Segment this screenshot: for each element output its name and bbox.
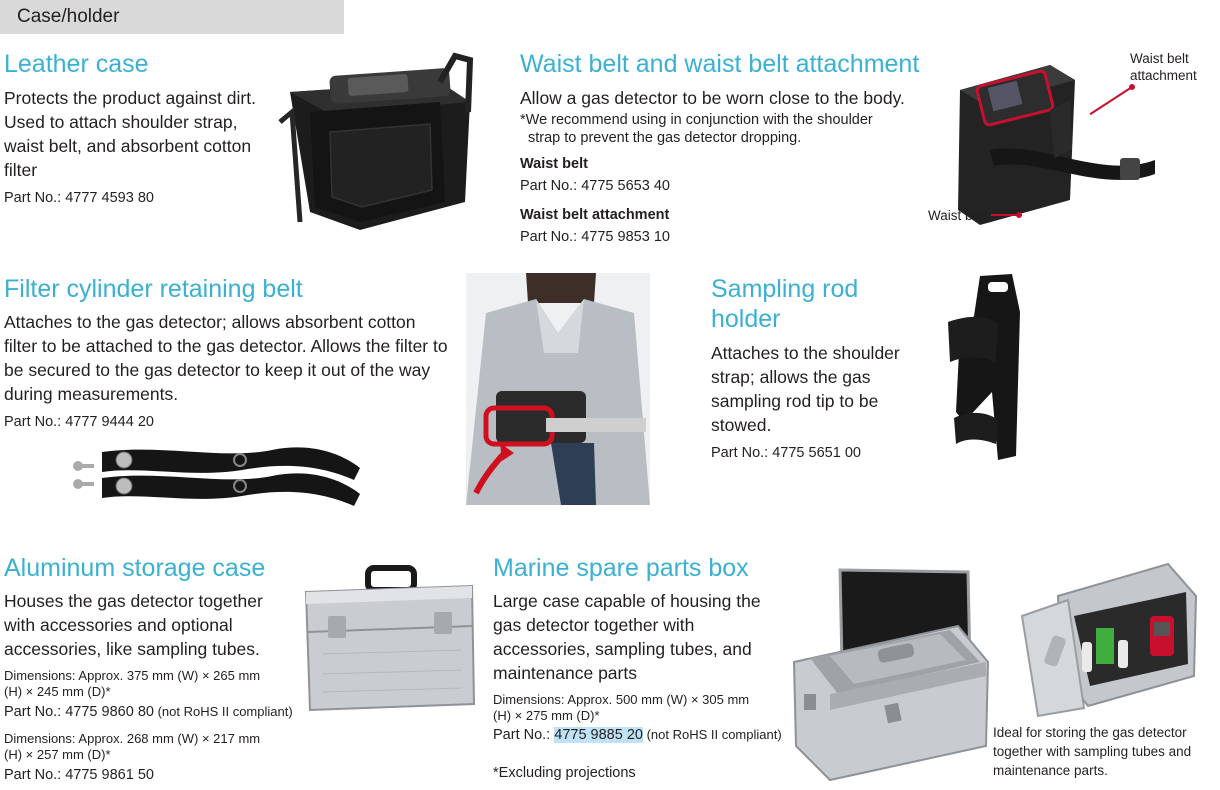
filter-belt-title: Filter cylinder retaining belt [4,275,303,303]
marine-box-part-prefix: Part No.: [493,727,555,743]
marine-box-part-number: 4775 9885 20 [554,727,643,743]
sampling-rod-title-line2: holder [711,305,781,333]
sampling-rod-holder-image [940,272,1030,462]
aluminum-case-part1-number: Part No.: 4775 9860 80 [4,704,154,720]
leather-case-title: Leather case [4,50,149,78]
section-title: Case/holder [17,6,120,27]
leather-case-description: Protects the product against dirt. Used … [4,88,256,180]
sampling-rod-part-no: Part No.: 4775 5651 00 [711,445,861,461]
aluminum-case-dims1-line2: (H) × 245 mm (D)* [4,684,111,699]
waist-belt-attachment-label: Waist belt attachment [520,207,670,223]
aluminum-case-dims1-line1: Dimensions: Approx. 375 mm (W) × 265 mm [4,668,261,683]
filter-belt-image [72,440,364,508]
callout-belt: Waist belt [928,208,987,223]
marine-box-open-image [1018,556,1200,718]
waist-belt-note-line1: *We recommend using in conjunction with … [520,112,873,128]
aluminum-case-image [302,564,478,714]
marine-box-caption: Ideal for storing the gas detector toget… [993,725,1192,778]
callout-attachment-line2: attachment [1130,68,1197,83]
aluminum-case-part2: Part No.: 4775 9861 50 [4,767,154,783]
aluminum-case-part1: Part No.: 4775 9860 80 (not RoHS II comp… [4,702,293,722]
sampling-rod-title-line1: Sampling rod [711,275,859,303]
aluminum-case-title: Aluminum storage case [4,554,266,582]
callout-belt-leader [991,212,1022,218]
waist-belt-description: Allow a gas detector to be worn close to… [520,88,905,108]
excluding-projections-footnote: *Excluding projections [493,765,636,781]
aluminum-case-description: Houses the gas detector together with ac… [4,591,263,659]
aluminum-case-dims2-line1: Dimensions: Approx. 268 mm (W) × 217 mm [4,731,261,746]
leather-case-part-no: Part No.: 4777 4593 80 [4,190,154,206]
marine-box-title: Marine spare parts box [493,554,749,582]
callout-attachment-line1: Waist belt [1130,51,1189,66]
filter-belt-description: Attaches to the gas detector; allows abs… [4,312,448,404]
marine-box-part-note: (not RoHS II compliant) [642,727,782,742]
waist-belt-label: Waist belt [520,156,588,172]
leather-case-image [270,52,480,232]
marine-box-closed-image [790,566,990,784]
marine-box-description: Large case capable of housing the gas de… [493,591,761,683]
filter-belt-usage-photo [466,273,650,505]
waist-belt-image [950,40,1160,236]
filter-belt-part-no: Part No.: 4777 9444 20 [4,414,154,430]
aluminum-case-dims2-line2: (H) × 257 mm (D)* [4,747,111,762]
marine-box-dims-line1: Dimensions: Approx. 500 mm (W) × 305 mm [493,692,750,707]
sampling-rod-description: Attaches to the shoulder strap; allows t… [711,343,900,435]
section-header-bar: Case/holder [0,0,344,34]
waist-belt-note-line2: strap to prevent the gas detector droppi… [528,130,802,146]
marine-box-dims-line2: (H) × 275 mm (D)* [493,708,600,723]
waist-belt-title: Waist belt and waist belt attachment [520,50,920,78]
waist-belt-attachment-part-no: Part No.: 4775 9853 10 [520,229,670,245]
marine-box-part: Part No.: 4775 9885 20 (not RoHS II comp… [493,725,782,745]
waist-belt-part-no: Part No.: 4775 5653 40 [520,178,670,194]
aluminum-case-part1-note: (not RoHS II compliant) [153,704,293,719]
